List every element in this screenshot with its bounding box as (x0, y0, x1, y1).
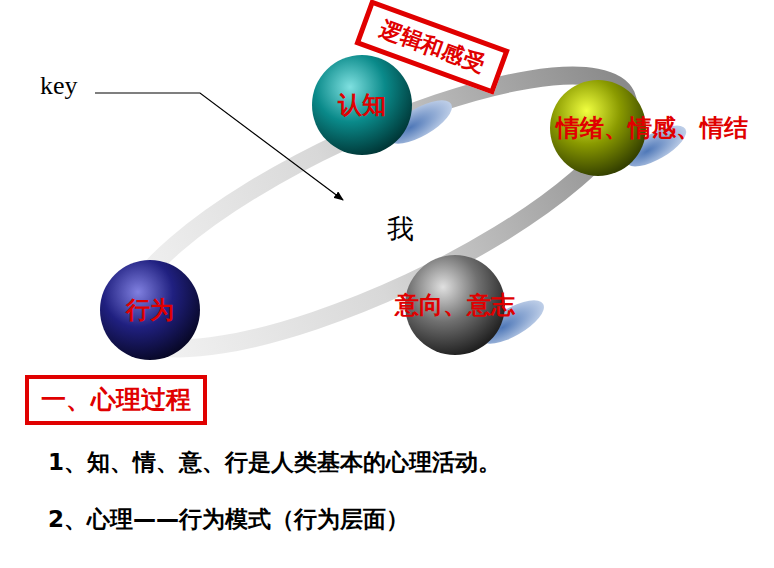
key-label: key (40, 70, 78, 101)
bullet-text: 1、知、情、意、行是人类基本的心理活动。 (48, 449, 501, 477)
heading-box: 一、心理过程 (25, 375, 207, 425)
center-label: 我 (387, 213, 414, 245)
sphere-node: 意向、意志 (405, 255, 505, 355)
sphere-label: 行为 (126, 294, 174, 326)
sphere (312, 55, 412, 155)
sphere-node: 情绪、情感、情结 (550, 80, 646, 176)
sphere (100, 260, 200, 360)
sphere-label: 认知 (338, 89, 386, 121)
bullet-text: 2、心理——行为模式（行为层面） (48, 506, 409, 534)
sphere-label: 意向、意志 (395, 289, 515, 321)
leader-line (95, 93, 343, 200)
sphere-node: 行为 (100, 260, 200, 360)
heading-label: 一、心理过程 (41, 385, 191, 415)
sphere-node: 认知 (312, 55, 412, 155)
orbit-ring (93, 25, 659, 400)
sphere-label: 情绪、情感、情结 (556, 112, 748, 144)
